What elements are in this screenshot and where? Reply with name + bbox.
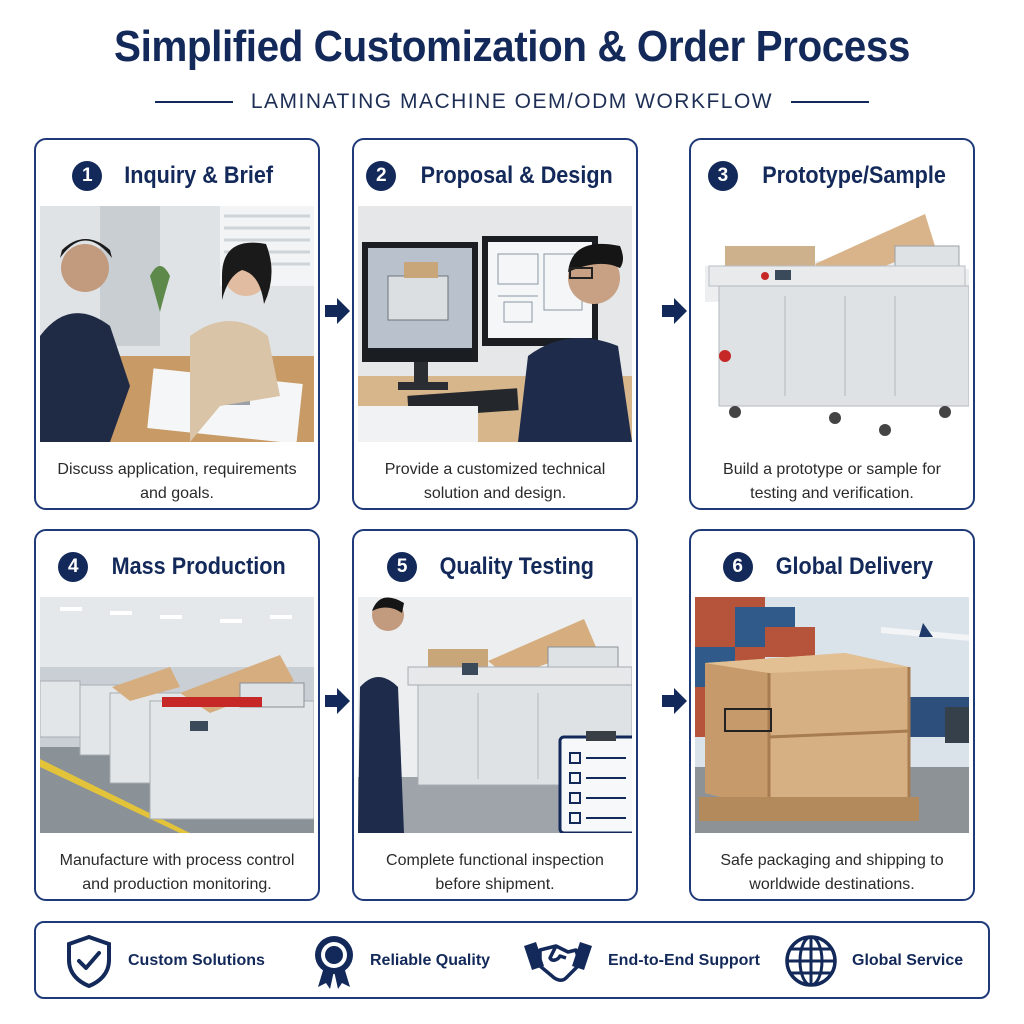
feature-reliable-quality: Reliable Quality: [312, 933, 490, 989]
step-number: 5: [387, 552, 418, 582]
factory-production-line-photo: [40, 597, 314, 833]
subtitle-divider-right: [791, 101, 870, 103]
step-description: Complete functional inspection before sh…: [386, 852, 604, 893]
subtitle-divider-left: [154, 101, 233, 103]
shield-check-icon: [67, 934, 111, 988]
step-title: Global Delivery: [775, 553, 933, 580]
handshake-icon: [524, 942, 592, 982]
step-number: 2: [366, 161, 397, 191]
step-card-delivery: 6 Global Delivery Safe packaging and shi…: [689, 529, 975, 901]
subtitle-row: LAMINATING MACHINE OEM/ODM WORKFLOW: [0, 90, 1024, 114]
quality-inspection-photo: [358, 597, 632, 833]
step-number: 6: [722, 552, 753, 582]
step-description: Provide a customized technical solution …: [384, 461, 606, 502]
step-title: Inquiry & Brief: [124, 162, 274, 189]
laminating-machine-prototype-photo: [695, 206, 969, 442]
step-description: Build a prototype or sample for testing …: [723, 461, 941, 502]
feature-end-to-end-support: End-to-End Support: [522, 933, 760, 989]
globe-icon: [785, 935, 837, 987]
step-card-production: 4 Mass Production Manufacture with proce…: [34, 529, 320, 901]
arrow-right-icon: [662, 298, 687, 324]
feature-label: Reliable Quality: [370, 952, 491, 969]
step-card-prototype: 3 Prototype/Sample Build a prototype or …: [689, 138, 975, 510]
step-description: Safe packaging and shipping to worldwide…: [720, 852, 944, 893]
award-ribbon-icon: [315, 936, 353, 989]
features-bar: Custom Solutions Reliable Quality End-to…: [34, 921, 990, 999]
feature-label: End-to-End Support: [608, 952, 760, 969]
step-title: Quality Testing: [439, 553, 595, 580]
step-title: Proposal & Design: [420, 162, 614, 189]
wooden-crate-shipping-photo: [695, 597, 969, 833]
feature-global-service: Global Service: [784, 933, 963, 989]
step-title: Prototype/Sample: [762, 162, 946, 189]
step-title: Mass Production: [111, 553, 287, 580]
step-number: 4: [58, 552, 89, 582]
arrow-right-icon: [325, 688, 350, 714]
business-meeting-photo: [40, 206, 314, 442]
step-card-proposal: 2 Proposal & Design Provide a customized…: [352, 138, 638, 510]
step-description: Manufacture with process control and pro…: [59, 852, 295, 893]
step-card-quality: 5 Quality Testing Complete functional in…: [352, 529, 638, 901]
page-title: Simplified Customization & Order Process: [114, 22, 910, 71]
feature-custom-solutions: Custom Solutions: [64, 933, 265, 989]
step-card-inquiry: 1 Inquiry & Brief Discuss application, r…: [34, 138, 320, 510]
step-number: 1: [72, 161, 103, 191]
step-description: Discuss application, requirements and go…: [57, 461, 297, 502]
arrow-right-icon: [325, 298, 350, 324]
engineer-cad-design-photo: [358, 206, 632, 442]
arrow-right-icon: [662, 688, 687, 714]
feature-label: Global Service: [852, 952, 964, 969]
feature-label: Custom Solutions: [128, 952, 265, 969]
page-subtitle: LAMINATING MACHINE OEM/ODM WORKFLOW: [250, 90, 774, 113]
step-number: 3: [707, 161, 738, 191]
